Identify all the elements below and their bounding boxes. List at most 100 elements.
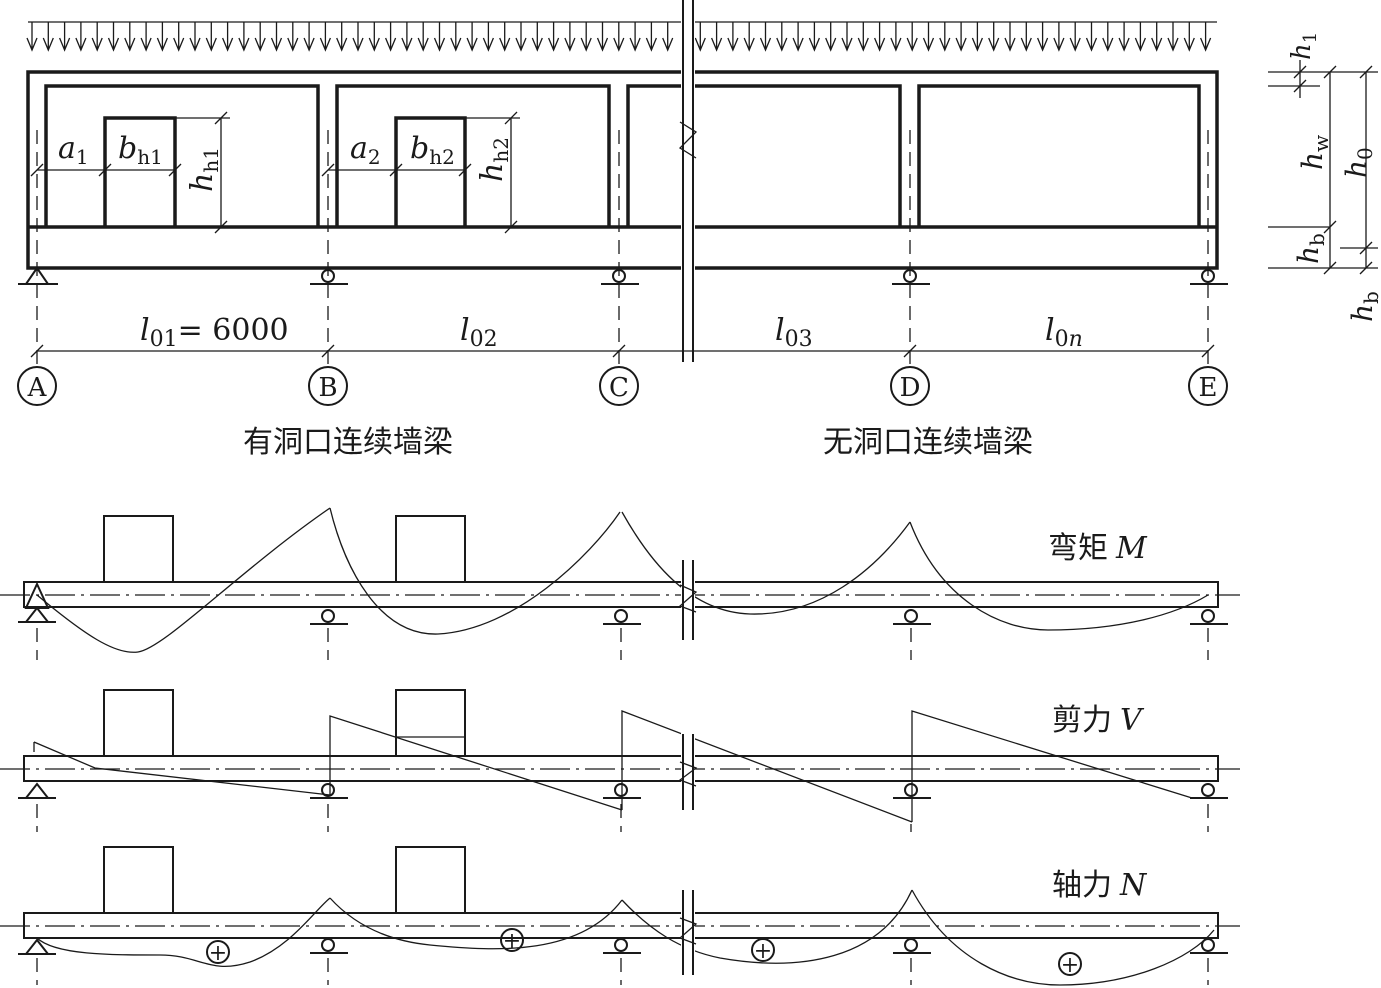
hb2-label: hb — [1346, 291, 1381, 322]
load-arrow — [694, 22, 706, 52]
axial-curve-span-3 — [621, 889, 913, 964]
load-arrow — [1085, 22, 1098, 52]
svg-text:+: + — [503, 929, 521, 954]
load-arrow — [1102, 22, 1114, 52]
a1-label: a1 — [58, 131, 89, 169]
section-dimensions — [1268, 60, 1378, 275]
load-arrow — [564, 22, 576, 52]
load-arrow — [857, 22, 869, 52]
shear-line-span-1 — [33, 741, 331, 796]
opening-2 — [394, 116, 467, 227]
break-line-top — [678, 0, 698, 362]
load-arrow — [222, 22, 234, 52]
load-arrow — [336, 22, 348, 52]
load-arrow — [42, 22, 54, 52]
plus-sign-4: + — [1058, 952, 1082, 978]
bh2-label: bh2 — [410, 131, 455, 169]
l0n-label: l0n — [1045, 313, 1083, 352]
load-arrow — [515, 22, 527, 52]
load-arrow — [743, 22, 755, 52]
axis-label-a: A — [27, 373, 48, 403]
load-arrow — [499, 22, 511, 52]
load-arrow — [955, 22, 967, 52]
plus-sign-3: + — [751, 938, 775, 964]
caption-with-openings: 有洞口连续墙梁 — [243, 425, 453, 460]
load-arrow — [59, 22, 71, 52]
uniform-load — [26, 21, 1217, 52]
l03-label: l03 — [775, 313, 813, 352]
hw-label: hw — [1296, 135, 1333, 170]
load-arrow — [645, 22, 657, 52]
svg-text:+: + — [209, 941, 227, 966]
load-arrow — [482, 22, 494, 52]
svg-text:+: + — [1061, 953, 1079, 978]
load-arrow — [988, 22, 1000, 52]
hh1-label: hh1 — [185, 147, 223, 192]
axis-lines-top — [36, 130, 1209, 372]
load-arrow — [450, 22, 462, 52]
load-arrow — [711, 22, 723, 52]
load-arrow — [26, 22, 38, 52]
axial-curve-span-4 — [911, 889, 1215, 986]
load-arrow — [417, 22, 429, 52]
load-arrow — [792, 22, 804, 52]
shear-line-span-3 — [621, 710, 913, 823]
load-arrow — [922, 22, 935, 52]
load-arrow — [107, 22, 120, 52]
wall-beam-elevation — [26, 70, 1219, 270]
load-arrow — [401, 22, 413, 52]
h0-label: h0 — [1340, 147, 1377, 178]
load-arrow — [352, 22, 364, 52]
load-arrow — [1183, 22, 1195, 52]
load-arrow — [1151, 22, 1163, 52]
load-arrow — [759, 22, 772, 52]
load-arrow — [433, 22, 446, 52]
load-arrow — [580, 22, 592, 52]
axis-label-e: E — [1199, 373, 1218, 403]
load-arrow — [971, 22, 983, 52]
load-arrow — [1118, 22, 1130, 52]
caption-without-openings: 无洞口连续墙梁 — [823, 425, 1033, 460]
load-arrow — [1004, 22, 1016, 52]
moment-curve-span-4 — [909, 521, 1209, 631]
break-line-bottom — [678, 560, 698, 988]
load-arrow — [776, 22, 788, 52]
load-arrow — [874, 22, 886, 52]
load-arrow — [727, 22, 739, 52]
load-arrow — [75, 22, 87, 52]
moment-curve-span-3 — [621, 511, 911, 615]
moment-curve-span-1 — [36, 507, 331, 653]
opening-dimensions — [30, 111, 520, 234]
load-arrow — [825, 22, 837, 52]
h1-label: h1 — [1287, 32, 1321, 60]
axis-label-b: B — [318, 373, 337, 403]
load-arrow — [124, 22, 136, 52]
load-arrow — [841, 22, 853, 52]
plus-sign-1: + — [206, 940, 230, 966]
l01-label: l01= 6000 — [140, 313, 289, 352]
load-arrow — [189, 22, 201, 52]
load-arrow — [173, 22, 185, 52]
load-arrow — [939, 22, 951, 52]
load-arrow — [906, 22, 918, 52]
supports-top — [18, 266, 1228, 285]
opening-1 — [103, 116, 177, 227]
hb-label: hb — [1292, 233, 1329, 264]
load-arrow — [238, 22, 250, 52]
load-arrow — [629, 22, 641, 52]
bh1-label: bh1 — [118, 131, 163, 169]
shear-line-span-2 — [329, 715, 623, 811]
moment-curve-span-2 — [329, 507, 621, 635]
load-arrow — [890, 22, 902, 52]
load-arrow — [368, 22, 380, 52]
load-arrow — [270, 22, 283, 52]
load-arrow — [1069, 22, 1081, 52]
span-dimension-line — [30, 344, 1215, 358]
axial-curve-span-2 — [329, 897, 623, 950]
load-arrow — [1037, 22, 1049, 52]
